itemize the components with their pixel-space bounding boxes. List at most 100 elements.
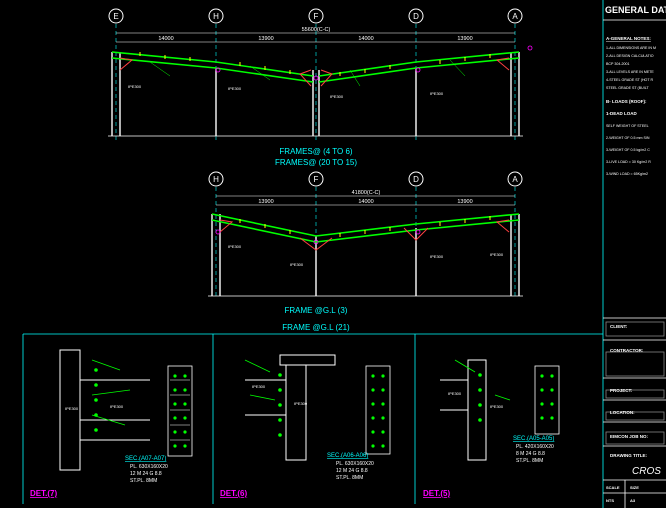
top-purlins: [139, 52, 491, 76]
section-title: SEC.(A05-A05): [513, 436, 554, 442]
frame-title: FRAMES@ (20 TO 15): [275, 158, 357, 167]
member-tag: IPE300: [430, 91, 444, 96]
member-tag: IPE300: [490, 252, 504, 257]
section-title: SEC.(A06-A06): [327, 453, 368, 459]
span-dimension: 13900: [258, 199, 273, 205]
grid-label: E: [113, 12, 118, 21]
size-value: A3: [630, 498, 636, 503]
member-tag: IPE300: [128, 84, 142, 89]
section-spec: ST.PL. 8MM: [130, 478, 157, 484]
note-line: SELF WEIGHT OF STEEL: [606, 124, 649, 128]
top-markers: [215, 45, 533, 81]
section-spec: PL. 420X160X20: [516, 444, 554, 450]
span-dimension: 13900: [258, 36, 273, 42]
section-spec: ST.PL. 8MM: [336, 475, 363, 481]
frame-title: FRAMES@ (4 TO 6): [279, 147, 353, 156]
member-tag: IPE300: [228, 244, 242, 249]
detail-title: DET.(6): [220, 489, 247, 498]
note-line: STEEL GRADE ST (BUILT: [606, 86, 649, 90]
top-dim-lines: [116, 32, 515, 43]
span-dimension: 13900: [457, 199, 472, 205]
note-line: 4-STEEL GRADE ST (HOT R: [606, 78, 653, 82]
project-label: PROJECT:: [610, 388, 633, 393]
detail-title: DET.(7): [30, 489, 57, 498]
note-line: 1-ALL DIMENSIONS ARE IN M: [606, 46, 656, 50]
member-tag: IPE300: [330, 94, 344, 99]
grid-label: A: [512, 12, 518, 21]
section-title: SEC.(A07-A07): [125, 456, 166, 462]
frame-title: FRAME @G.L (21): [282, 323, 350, 332]
bottom-grid-bubbles: [208, 171, 523, 187]
drawing-title-label: DRAWING TITLE:: [610, 453, 647, 458]
detail-title: DET.(5): [423, 489, 450, 498]
span-dimension: 14000: [358, 36, 373, 42]
span-dimension: 14000: [358, 199, 373, 205]
grid-label: A: [512, 175, 518, 184]
section-spec: 12 M 24 G 8.8: [336, 468, 368, 474]
size-label: SIZE: [630, 485, 639, 490]
overall-dimension: 55600(C-C): [302, 27, 331, 33]
note-line: 2-WEIGHT OF 0.5 mm SIN: [606, 136, 650, 140]
member-tag: IPE300: [65, 406, 79, 411]
detail-6: IPE300 IPE300 SEC.(A06-A06) PL. 630X160X…: [220, 354, 391, 498]
top-haunches: [119, 57, 510, 87]
top-columns: [111, 52, 520, 136]
note-line: 3-ALL LEVELS ARE IN METE: [606, 70, 654, 74]
note-line: 3-WIND LOAD = 65Kg/m2: [606, 172, 648, 176]
scale-value: NTS: [606, 498, 614, 503]
span-dimension: 13900: [457, 36, 472, 42]
grid-bubble: [308, 8, 324, 24]
location-label: LOCATION:: [610, 410, 635, 415]
top-leaders: [149, 59, 466, 87]
notes-list: 1-ALL DIMENSIONS ARE IN M 2-ALL DESIGN C…: [606, 46, 656, 176]
client-label: CLIENT:: [610, 324, 628, 329]
grid-bubble: [208, 8, 224, 24]
title-block: GENERAL DAT A-GENERAL NOTES: 1-ALL DIMEN…: [603, 5, 666, 508]
member-tag: IPE300: [490, 404, 504, 409]
bottom-frame: H F D A 41800(C-C) 13900 14000 13900: [208, 171, 523, 332]
member-tag: IPE300: [110, 404, 124, 409]
detail-borders: [22, 0, 604, 508]
section-spec: 8 M 24 G 8.8: [516, 451, 545, 457]
job-label: EIMCON JOB NO:: [610, 434, 649, 439]
note-line: 1-DEAD LOAD: [606, 111, 638, 116]
grid-bubble: [507, 8, 523, 24]
note-line: 2-ALL DESIGN CALCULATIO: [606, 54, 654, 58]
top-grid-lines: [115, 24, 516, 140]
grid-label: D: [413, 12, 419, 21]
note-line: BCP 304-2001: [606, 62, 630, 66]
member-tag: IPE300: [448, 391, 462, 396]
section-spec: PL. 630X160X20: [130, 464, 168, 470]
frame-title: FRAME @G.L (3): [285, 306, 348, 315]
notes-title: A-GENERAL NOTES:: [606, 36, 651, 41]
grid-label: F: [314, 12, 319, 21]
member-tag: IPE300: [430, 254, 444, 259]
member-tag: IPE300: [290, 262, 304, 267]
grid-label: D: [413, 175, 419, 184]
section-spec: ST.PL. 8MM: [516, 458, 543, 464]
grid-bubble: [408, 8, 424, 24]
member-tag: IPE300: [294, 401, 308, 406]
top-frame: E H F D A 55600(C-C) 14000 13900 14000 1…: [108, 8, 533, 167]
panel-header: GENERAL DAT: [605, 5, 666, 15]
grid-label: H: [213, 175, 219, 184]
scale-label: SCALE: [606, 485, 620, 490]
contractor-label: CONTRACTOR:: [610, 348, 644, 353]
top-grid-bubbles: [108, 8, 523, 24]
grid-label: H: [213, 12, 219, 21]
note-line: 3-WEIGHT OF 0.5 kg/m2 C: [606, 148, 650, 152]
note-line: 3-LIVE LOAD = 30 Kg/m2 R: [606, 160, 651, 164]
drawing-title-value: CROS: [632, 466, 661, 477]
detail-5: IPE300 IPE300 SEC.(A05-A05) PL. 420X160X…: [423, 359, 560, 498]
member-tag: IPE300: [228, 86, 242, 91]
section-spec: 12 M 24 G 8.8: [130, 471, 162, 477]
grid-bubble: [108, 8, 124, 24]
overall-dimension: 41800(C-C): [352, 190, 381, 196]
detail-7: IPE300 IPE300 SEC.(A07-A07) PL. 630X160X…: [30, 349, 193, 498]
note-line: B- LOADS (ROOF):: [606, 99, 647, 104]
section-spec: PL. 630X160X20: [336, 461, 374, 467]
span-dimension: 14000: [158, 36, 173, 42]
member-tag: IPE300: [252, 384, 266, 389]
top-rafters: [111, 51, 520, 83]
